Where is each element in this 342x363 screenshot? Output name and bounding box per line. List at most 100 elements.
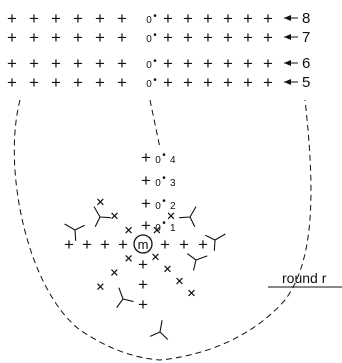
cross-stitch: + — [95, 54, 105, 73]
cross-stitch: + — [7, 28, 17, 47]
row-arrow-head — [284, 60, 291, 66]
dot-mark: • — [153, 75, 157, 86]
cross-stitch: + — [163, 54, 173, 73]
increase-mark — [64, 223, 85, 241]
cross-stitch: + — [117, 73, 127, 92]
row-7: ++++++0•++++++7 — [7, 28, 310, 47]
center-dashed-line — [149, 99, 161, 149]
round-number: 4 — [170, 155, 176, 166]
cross-stitch: + — [117, 9, 127, 28]
increase-mark — [179, 206, 197, 227]
cross-stitch: + — [95, 28, 105, 47]
rows-group: ++++++0•++++++8++++++0•++++++7++++++0•++… — [7, 9, 310, 92]
dot-mark: • — [162, 196, 166, 207]
cross-stitch: + — [51, 54, 61, 73]
cross-stitch: + — [183, 9, 193, 28]
cross-stitch: + — [29, 73, 39, 92]
cross-stitch: + — [223, 73, 233, 92]
inner-round-2: +0•2 — [141, 194, 176, 213]
cross-stitch: + — [104, 206, 125, 227]
row-arrow-head — [284, 79, 291, 85]
chain-stitch: 0 — [155, 178, 161, 189]
cross-stitch: + — [138, 275, 148, 294]
cross-stitch: + — [73, 28, 83, 47]
dot-mark: • — [162, 218, 166, 229]
row-5: ++++++0•++++++5 — [7, 73, 310, 92]
inner-round-1: +0• 1 — [141, 216, 176, 235]
chain-stitch: 0 — [155, 201, 161, 212]
cross-stitch: + — [163, 73, 173, 92]
cross-stitch: + — [117, 54, 127, 73]
cross-stitch: + — [263, 54, 273, 73]
outline-dashed — [13, 99, 312, 361]
inner-round-4: +0•4 — [141, 148, 176, 167]
cross-stitch: + — [7, 54, 17, 73]
chain-stitch: 0 — [146, 60, 152, 71]
center-ring — [133, 234, 153, 254]
inner-rounds-group: +0•4+0•3+0•2+0•1 — [141, 148, 176, 235]
cross-stitch: + — [51, 9, 61, 28]
cross-stitch: + — [163, 28, 173, 47]
cross-stitch: + — [29, 54, 39, 73]
cross-stitch: + — [73, 9, 83, 28]
cross-stitch: + — [198, 235, 208, 254]
caption-text: round r — [282, 270, 327, 286]
dot-mark: • — [153, 11, 157, 22]
cross-stitch: + — [263, 28, 273, 47]
cross-stitch: + — [163, 9, 173, 28]
cross-stitch: + — [64, 235, 74, 254]
inner-round-3: +0• 3 — [141, 171, 176, 190]
center-mark-label: m — [138, 237, 149, 252]
row-6: ++++++0•++++++6 — [7, 54, 310, 73]
cross-stitch: + — [223, 54, 233, 73]
round-number: 2 — [170, 201, 176, 212]
cross-stitch: + — [183, 54, 193, 73]
cross-stitch: + — [90, 192, 111, 213]
cross-stitch: + — [183, 73, 193, 92]
row-arrow-head — [284, 15, 291, 21]
cross-stitch: + — [243, 28, 253, 47]
cross-stitch: + — [203, 9, 213, 28]
increase-mark — [116, 287, 134, 309]
dot-mark: • — [162, 150, 166, 161]
row-number: 8 — [302, 10, 310, 27]
cross-stitch: + — [141, 216, 151, 235]
cross-stitch: + — [157, 259, 178, 280]
spoke: ++++ — [145, 247, 202, 304]
cross-stitch: + — [223, 28, 233, 47]
row-number: 6 — [302, 55, 310, 72]
round-number: 1 — [170, 223, 176, 234]
cross-stitch: + — [169, 271, 190, 292]
cross-stitch: + — [73, 54, 83, 73]
cross-stitch: + — [203, 54, 213, 73]
chain-stitch: 0 — [155, 155, 161, 166]
increase-mark — [205, 233, 226, 251]
chain-stitch: 0 — [146, 79, 152, 90]
cross-stitch: + — [203, 73, 213, 92]
round-number: 3 — [170, 178, 176, 189]
increase-mark — [149, 320, 169, 340]
dot-mark: • — [162, 173, 166, 184]
cross-stitch: + — [141, 171, 151, 190]
cross-stitch: + — [90, 277, 111, 298]
dot-mark: • — [153, 30, 157, 41]
cross-stitch: + — [263, 9, 273, 28]
increase-mark — [186, 253, 208, 271]
cross-stitch: + — [95, 9, 105, 28]
cross-stitch: + — [138, 255, 148, 274]
cross-stitch: + — [100, 235, 110, 254]
cross-stitch: + — [181, 283, 202, 304]
row-number: 5 — [302, 74, 310, 91]
chain-stitch: 0 — [155, 223, 161, 234]
dot-mark: • — [153, 56, 157, 67]
row-arrow-head — [284, 34, 291, 40]
spoke: ++++ — [64, 235, 128, 254]
cross-stitch: + — [183, 28, 193, 47]
cross-stitch: + — [7, 73, 17, 92]
cross-stitch: + — [73, 73, 83, 92]
cross-stitch: + — [138, 295, 148, 314]
cross-stitch: + — [51, 73, 61, 92]
cross-stitch: + — [203, 28, 213, 47]
cross-stitch: + — [29, 28, 39, 47]
cross-stitch: + — [118, 235, 128, 254]
